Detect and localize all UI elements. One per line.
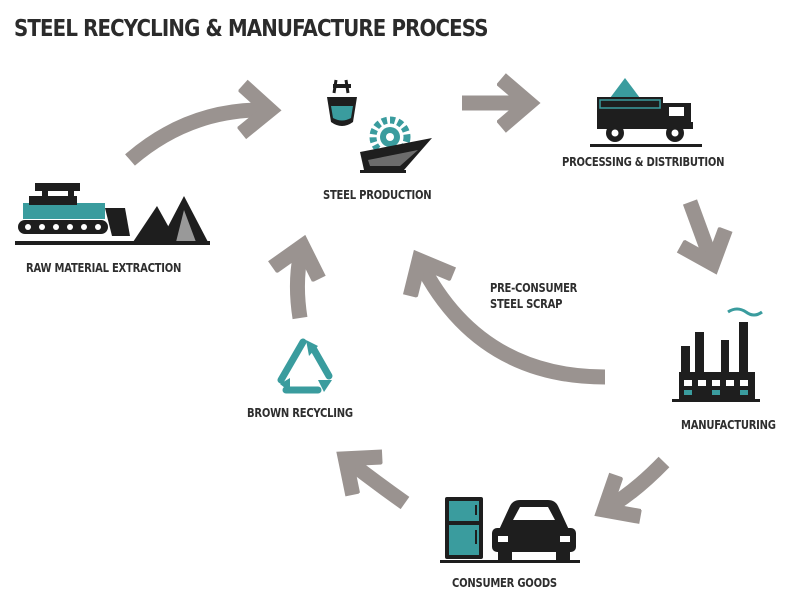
dump-truck-icon	[590, 78, 702, 147]
recycle-icon	[277, 338, 333, 394]
arrow-distribution-to-manufacturing	[690, 199, 712, 262]
stage-label-manufacturing: MANUFACTURING	[681, 417, 776, 432]
car-icon	[440, 500, 580, 563]
arrow-consumer-goods-to-recycling	[347, 460, 410, 510]
stage-label-raw-material-extraction: RAW MATERIAL EXTRACTION	[26, 260, 182, 275]
annotation-pre-consumer: PRE-CONSUMER	[490, 280, 578, 295]
arrow-recycling-to-production	[297, 248, 302, 320]
stage-label-consumer-goods: CONSUMER GOODS	[452, 575, 557, 590]
stage-label-steel-production: STEEL PRODUCTION	[323, 187, 432, 202]
refrigerator-icon	[445, 497, 483, 559]
bulldozer-icon	[18, 183, 130, 236]
annotation-steel-scrap: STEEL SCRAP	[490, 296, 563, 311]
flow-arrows	[125, 103, 712, 510]
diagram-title: STEEL RECYCLING & MANUFACTURE PROCESS	[14, 16, 489, 42]
ladle-icon	[327, 79, 357, 126]
factory-icon	[672, 307, 763, 402]
molten-trough-icon	[360, 138, 432, 173]
arrow-pre-consumer-scrap	[420, 262, 606, 385]
stage-label-processing-distribution: PROCESSING & DISTRIBUTION	[562, 154, 725, 169]
arrow-manufacturing-to-consumer-goods	[606, 456, 670, 509]
material-piles-icon	[15, 196, 210, 245]
stage-label-brown-recycling: BROWN RECYCLING	[247, 405, 353, 420]
arrow-extraction-to-production	[125, 110, 268, 166]
